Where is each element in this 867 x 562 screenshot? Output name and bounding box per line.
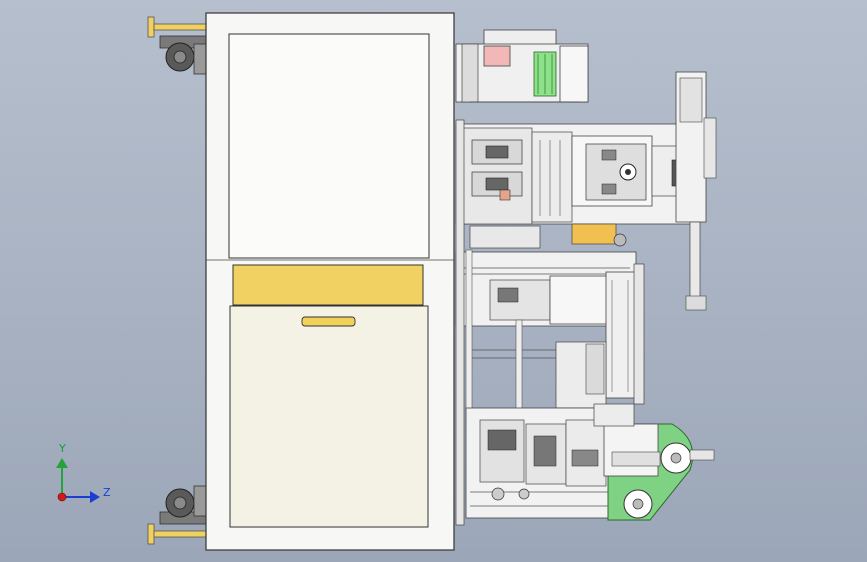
top-leveling-foot — [147, 16, 207, 38]
bottom-leveling-foot — [147, 523, 207, 545]
panel-handle — [301, 316, 356, 327]
z-axis-label: Z — [103, 486, 111, 499]
y-axis-arrow — [56, 458, 68, 468]
upper-mechanism — [455, 71, 717, 311]
bottom-caster-wheel — [159, 485, 207, 525]
green-plate-assembly — [593, 403, 715, 521]
y-axis-label: Y — [59, 442, 66, 455]
z-axis-arrow — [90, 491, 100, 503]
yellow-drawer — [232, 264, 424, 306]
orange-bracket — [571, 223, 617, 245]
axis-triad — [56, 458, 100, 503]
pink-block — [483, 45, 511, 67]
x-axis-dot — [57, 492, 67, 502]
top-roller-assembly — [455, 29, 589, 103]
middle-slide-mechanism — [455, 251, 645, 409]
top-caster-wheel — [159, 35, 207, 75]
lower-panel — [229, 305, 429, 528]
